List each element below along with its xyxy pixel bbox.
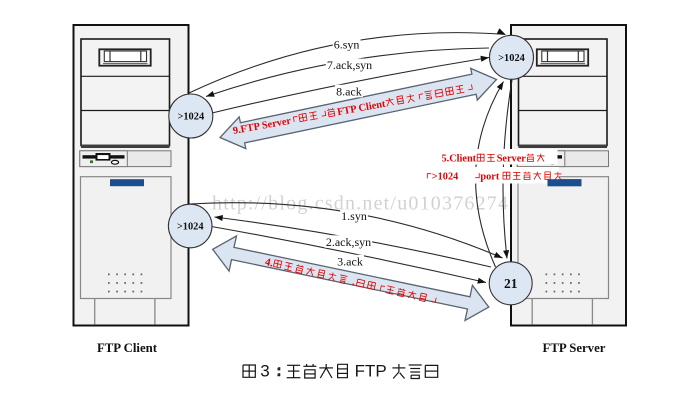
svg-text:Server: Server [497,154,527,165]
svg-text:5.Client: 5.Client [442,154,477,165]
svg-text:FTP: FTP [355,361,387,380]
svg-text:7.ack,syn: 7.ack,syn [327,58,372,72]
svg-text:21: 21 [504,276,518,291]
svg-text:2.ack,syn: 2.ack,syn [326,235,371,249]
svg-text:8.ack: 8.ack [336,84,362,98]
svg-text:>1024: >1024 [498,53,525,64]
svg-text:1.syn: 1.syn [341,209,367,223]
svg-text:port: port [480,172,499,183]
svg-text:4.: 4. [264,256,275,270]
svg-text:http://blog.csdn.net/u01037627: http://blog.csdn.net/u010376274 [212,193,509,215]
svg-text:>1024: >1024 [432,172,458,183]
svg-text:>1024: >1024 [177,112,204,123]
svg-text:3.ack: 3.ack [337,254,363,268]
svg-text:6.syn: 6.syn [334,37,360,51]
svg-text:FTP Client: FTP Client [97,341,158,355]
svg-text:>1024: >1024 [177,222,204,233]
svg-text:FTP Server: FTP Server [543,341,606,355]
svg-text:3: 3 [260,361,269,380]
